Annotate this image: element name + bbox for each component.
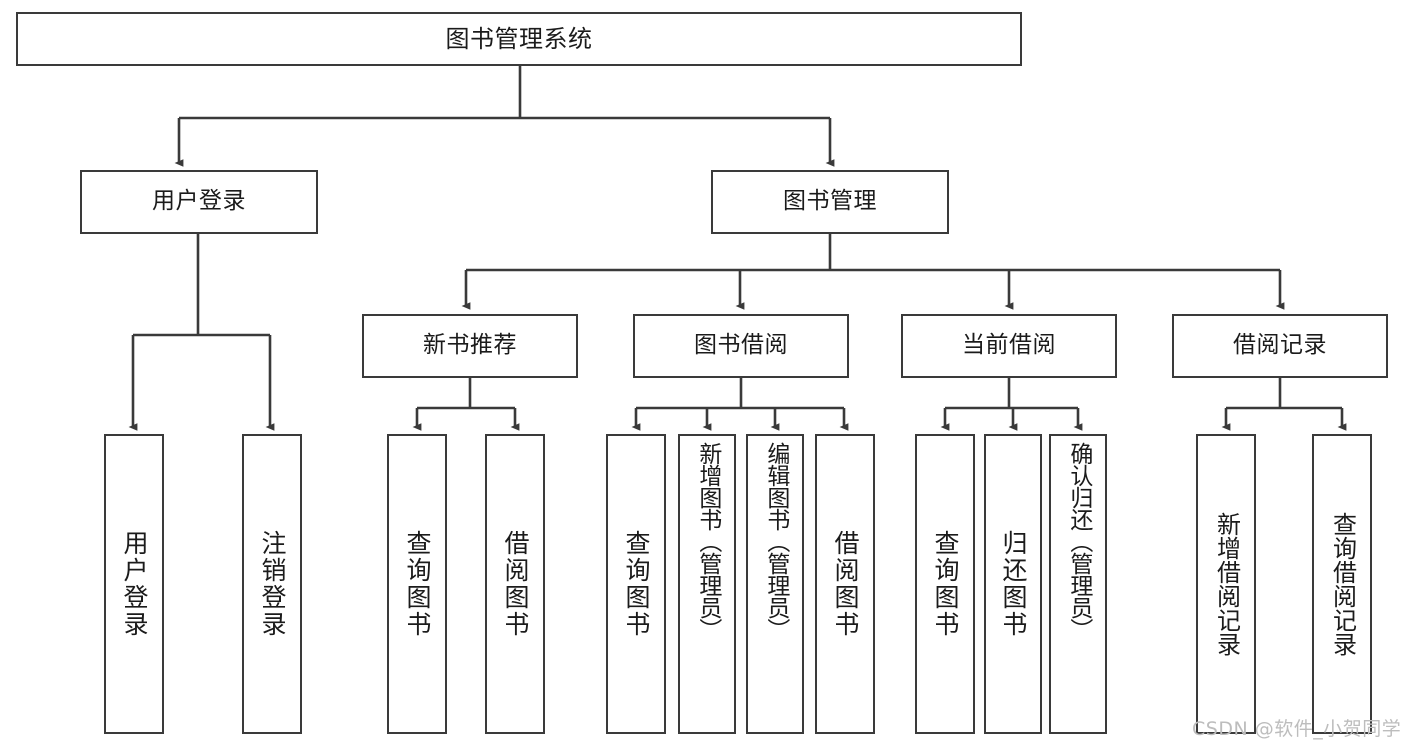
node-label: 编辑图书（管理员） (762, 442, 789, 640)
node-label: 查询图书 (622, 530, 651, 638)
node-label: 图书管理 (783, 188, 877, 215)
node-label: 借阅记录 (1233, 332, 1327, 359)
node-label: 查询图书 (403, 530, 432, 638)
leaf-current-borrow-confirm-return-admin[interactable]: 确认归还（管理员） (1049, 434, 1107, 734)
node-label: 新书推荐 (423, 332, 517, 359)
leaf-borrow-record-add-record[interactable]: 新增借阅记录 (1196, 434, 1256, 734)
node-current-borrow[interactable]: 当前借阅 (901, 314, 1117, 378)
node-label: 归还图书 (999, 530, 1028, 638)
node-label: 图书管理系统 (445, 24, 593, 53)
node-label: 新增借阅记录 (1212, 512, 1241, 656)
node-book-borrow[interactable]: 图书借阅 (633, 314, 849, 378)
leaf-book-borrow-query-book[interactable]: 查询图书 (606, 434, 666, 734)
node-new-book-recommend[interactable]: 新书推荐 (362, 314, 578, 378)
leaf-user-login-login[interactable]: 用户登录 (104, 434, 164, 734)
node-label: 查询借阅记录 (1328, 512, 1357, 656)
node-label: 借阅图书 (831, 530, 860, 638)
node-label: 新增图书（管理员） (694, 442, 721, 640)
node-label: 图书借阅 (694, 332, 788, 359)
leaf-book-borrow-edit-book-admin[interactable]: 编辑图书（管理员） (746, 434, 804, 734)
csdn-watermark: CSDN @软件_小贺同学 (1192, 714, 1401, 741)
node-label: 用户登录 (152, 188, 246, 215)
leaf-book-borrow-add-book-admin[interactable]: 新增图书（管理员） (678, 434, 736, 734)
leaf-user-login-logout[interactable]: 注销登录 (242, 434, 302, 734)
leaf-borrow-record-query-record[interactable]: 查询借阅记录 (1312, 434, 1372, 734)
node-label: 确认归还（管理员） (1065, 442, 1092, 640)
leaf-new-book-query-book[interactable]: 查询图书 (387, 434, 447, 734)
leaf-current-borrow-query-book[interactable]: 查询图书 (915, 434, 975, 734)
leaf-book-borrow-borrow-book[interactable]: 借阅图书 (815, 434, 875, 734)
node-user-login[interactable]: 用户登录 (80, 170, 318, 234)
node-label: 查询图书 (931, 530, 960, 638)
leaf-new-book-borrow-book[interactable]: 借阅图书 (485, 434, 545, 734)
node-root-book-management-system[interactable]: 图书管理系统 (16, 12, 1022, 66)
node-borrow-record[interactable]: 借阅记录 (1172, 314, 1388, 378)
watermark-text: CSDN @软件_小贺同学 (1192, 718, 1402, 740)
node-label: 用户登录 (120, 530, 149, 638)
node-label: 借阅图书 (501, 530, 530, 638)
node-label: 当前借阅 (962, 332, 1056, 359)
leaf-current-borrow-return-book[interactable]: 归还图书 (984, 434, 1042, 734)
node-label: 注销登录 (258, 530, 287, 638)
node-book-management[interactable]: 图书管理 (711, 170, 949, 234)
